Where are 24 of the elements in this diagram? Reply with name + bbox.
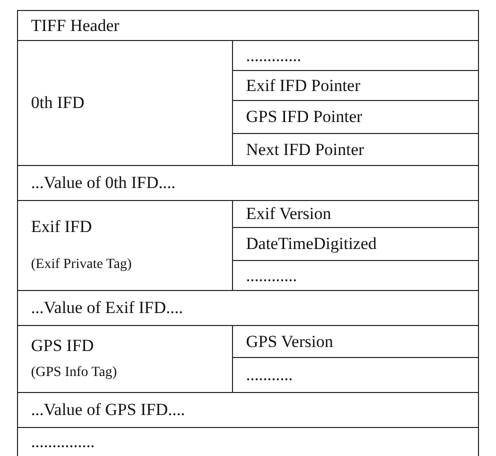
field-label: Exif Version xyxy=(246,204,332,224)
field-label: ............ xyxy=(246,266,298,286)
value-row xyxy=(17,165,479,201)
field-label: ...Value of 0th IFD.... xyxy=(31,173,176,193)
value-row xyxy=(17,290,479,326)
field-label: 0th IFD xyxy=(31,93,86,113)
field-label: Exif IFD xyxy=(31,216,93,237)
header-row xyxy=(17,10,479,41)
value-row xyxy=(17,392,479,428)
field-label: TIFF Header xyxy=(31,16,120,36)
field-label: GPS Version xyxy=(246,332,334,352)
field-label: ............. xyxy=(246,46,302,66)
value-row xyxy=(17,427,479,456)
field-label: Next IFD Pointer xyxy=(246,140,366,160)
field-label: GPS IFD xyxy=(31,336,95,356)
field-label: Exif IFD Pointer xyxy=(246,76,362,96)
field-note: (Exif Private Tag) xyxy=(31,256,133,274)
field-label: ............... xyxy=(31,432,96,452)
field-label: DateTimeDigitized xyxy=(246,234,378,254)
field-label: ........... xyxy=(246,365,294,385)
field-label: ...Value of Exif IFD.... xyxy=(31,298,184,318)
field-label: ...Value of GPS IFD.... xyxy=(31,400,186,420)
field-label: GPS IFD Pointer xyxy=(246,107,364,127)
field-note: (GPS Info Tag) xyxy=(31,364,118,382)
